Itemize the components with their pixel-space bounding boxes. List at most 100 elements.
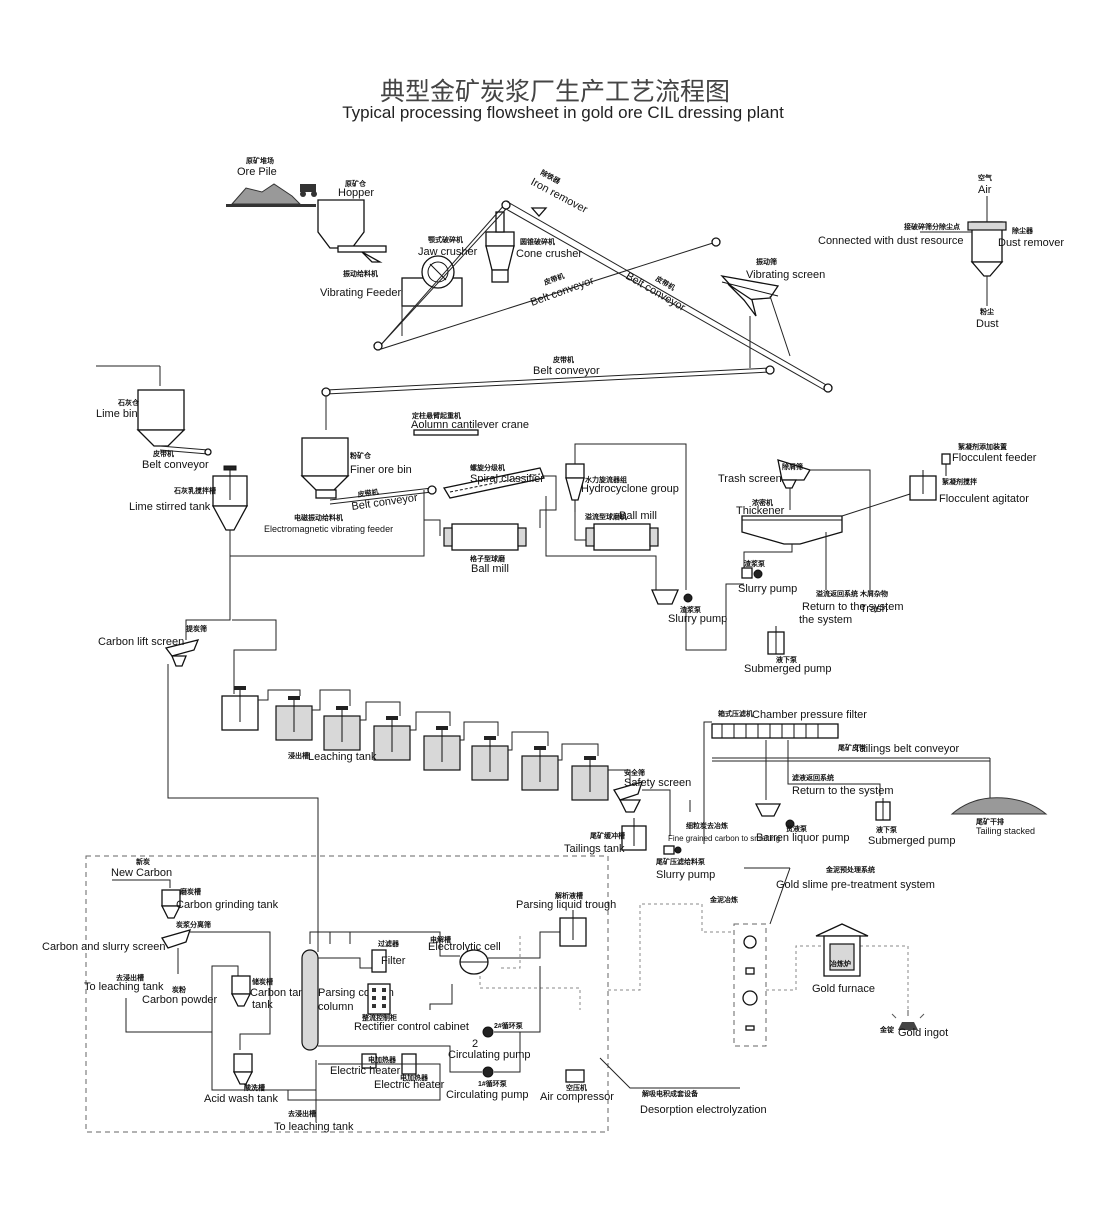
gold-furnace-label: Gold furnace (812, 983, 875, 995)
crane-label: Aolumn cantilever crane (411, 419, 529, 431)
finer-bin-cn: 粉矿仓 (350, 451, 372, 460)
trash-label: Trash (860, 603, 888, 615)
title-en: Typical processing flowsheet in gold ore… (342, 103, 784, 122)
carbon-slurry-screen (161, 929, 192, 949)
belt-4-label: Belt conveyor (142, 459, 209, 471)
ball-mill-2 (585, 523, 659, 551)
tailings-tank-cn: 尾矿缓冲槽 (589, 831, 625, 840)
ore-pile (226, 183, 317, 207)
hydrocyclone-label: Hydrocyclone group (581, 483, 679, 495)
return-2-label: Return to the system (792, 785, 894, 797)
finer-bin-label: Finer ore bin (350, 464, 412, 476)
desorption-label: Desorption electrolyzation (640, 1104, 767, 1116)
parsing-trough-label: Parsing liquid trough (516, 899, 616, 911)
to-leaching-2-label: To leaching tank (274, 1121, 354, 1133)
vibrating-screen (720, 275, 780, 317)
lime-stirred-tank (211, 465, 249, 531)
circ-pump-1-label: Circulating pump (446, 1089, 529, 1101)
belt-2-label: Belt conveyor (624, 270, 688, 314)
circulating-pump-2 (482, 1026, 494, 1038)
flocculent-agitator (909, 470, 937, 501)
parsing-column-label-2: column (318, 1001, 353, 1013)
ore-pile-label: Ore Pile (237, 166, 277, 178)
gold-furnace-cn: 冶炼炉 (830, 959, 851, 968)
loader-icon (300, 184, 317, 197)
lime-bin-cn: 石灰仓 (117, 398, 140, 407)
carbon-tank-cn: 储炭槽 (251, 977, 273, 986)
trash-screen-label: Trash screen (718, 473, 782, 485)
em-feeder-label: Electromagnetic vibrating feeder (264, 524, 393, 534)
dust-resource-cn: 接破碎筛分除尘点 (904, 222, 960, 231)
barren-pump-cn: 贫液泵 (786, 824, 807, 833)
submerged-1-cn: 液下泵 (776, 655, 797, 664)
tailing-stacked-label: Tailing stacked (976, 826, 1035, 836)
tailings-tank (621, 818, 647, 851)
to-leaching-2-cn: 去浸出槽 (288, 1109, 316, 1118)
lime-bin-label: Lime bin (96, 408, 138, 420)
dust-remover (920, 196, 1007, 306)
slurry-pump-2 (741, 567, 763, 579)
gold-ingot (891, 1010, 925, 1030)
filter (371, 949, 387, 973)
hopper-label: Hopper (338, 187, 374, 199)
rectifier-label: Rectifier control cabinet (354, 1021, 469, 1033)
gold-mud-cn: 金泥冶炼 (709, 895, 738, 904)
acid-wash-tank (232, 1053, 254, 1085)
slurry-pump-1 (651, 589, 693, 605)
carbon-grinding-cn: 磨炭槽 (180, 887, 201, 896)
safety-screen-label: Safety screen (624, 777, 691, 789)
iron-remover (530, 207, 548, 217)
safety-screen (613, 781, 644, 813)
carbon-grinding-tank (160, 889, 182, 919)
ore-pile-cn: 原矿堆场 (246, 156, 274, 165)
circ-pump-2-prefix: 2 (472, 1038, 478, 1050)
electrolytic-cn: 电解槽 (430, 935, 451, 944)
dust-cn: 粉尘 (980, 307, 994, 316)
submerged-1-label: Submerged pump (744, 663, 831, 675)
vibrating-screen-label: Vibrating screen (746, 269, 825, 281)
vibrating-feeder-label: Vibrating Feeder (320, 287, 401, 299)
fine-carbon-label: Fine grained carbon to smelting (668, 834, 780, 843)
hydrocyclone-cn: 水力旋流器组 (585, 475, 627, 484)
cone-crusher (485, 211, 515, 283)
title-cn: 典型金矿炭浆厂生产工艺流程图 (380, 77, 730, 106)
acid-wash-label: Acid wash tank (204, 1093, 278, 1105)
dust-remover-label: Dust remover (998, 237, 1064, 249)
gold-slime-label: Gold slime pre-treatment system (776, 879, 935, 891)
rectifier-cabinet (367, 983, 391, 1015)
jaw-crusher-label: Jaw crusher (418, 246, 478, 258)
thickener (741, 515, 843, 545)
air-label: Air (978, 184, 992, 196)
gold-ingot-label: Gold ingot (898, 1027, 948, 1039)
submerged-2-label: Submerged pump (868, 835, 955, 847)
hopper (317, 199, 387, 263)
jaw-crusher (401, 255, 463, 307)
return-2-cn: 滤液返回系统 (792, 773, 834, 782)
tailings-belt-cn: 尾矿皮带 (837, 743, 866, 752)
trash-cn: 木屑杂物 (859, 589, 888, 598)
tailing-stacked-cn: 尾矿干排 (975, 817, 1004, 826)
carbon-lift-cn: 提炭筛 (185, 624, 207, 633)
new-carbon-label: New Carbon (111, 867, 172, 879)
flocculent-feeder-cn: 絮凝剂添加装置 (958, 442, 1007, 451)
carbon-slurry-cn: 炭浆分离筛 (176, 920, 211, 929)
acid-wash-cn: 酸洗槽 (244, 1083, 265, 1092)
ball-mill-2-label: Ball mill (619, 510, 657, 522)
tailing-pile (950, 797, 1048, 815)
carbon-lift-label: Carbon lift screen (98, 636, 184, 648)
filter-cn: 过滤器 (378, 939, 400, 948)
slurry-pump-1-label: Slurry pump (668, 613, 727, 625)
carbon-powder-label: Carbon powder (142, 994, 218, 1006)
carbon-slurry-label: Carbon and slurry screen (42, 941, 166, 953)
flocculent-feeder (941, 453, 951, 476)
belt-3-cn: 皮带机 (552, 355, 574, 364)
belt-conveyors-crushing (373, 200, 833, 393)
leaching-cn: 浸出槽 (288, 751, 309, 760)
hydrocyclone (565, 463, 585, 512)
carbon-grinding-label: Carbon grinding tank (176, 899, 279, 911)
return-1-label-2: the system (799, 614, 852, 626)
ball-mill-2-cn: 溢流型球磨机 (585, 512, 627, 521)
return-1-label: Return to the system (802, 601, 904, 613)
dust-remover-cn: 除尘器 (1012, 226, 1034, 235)
